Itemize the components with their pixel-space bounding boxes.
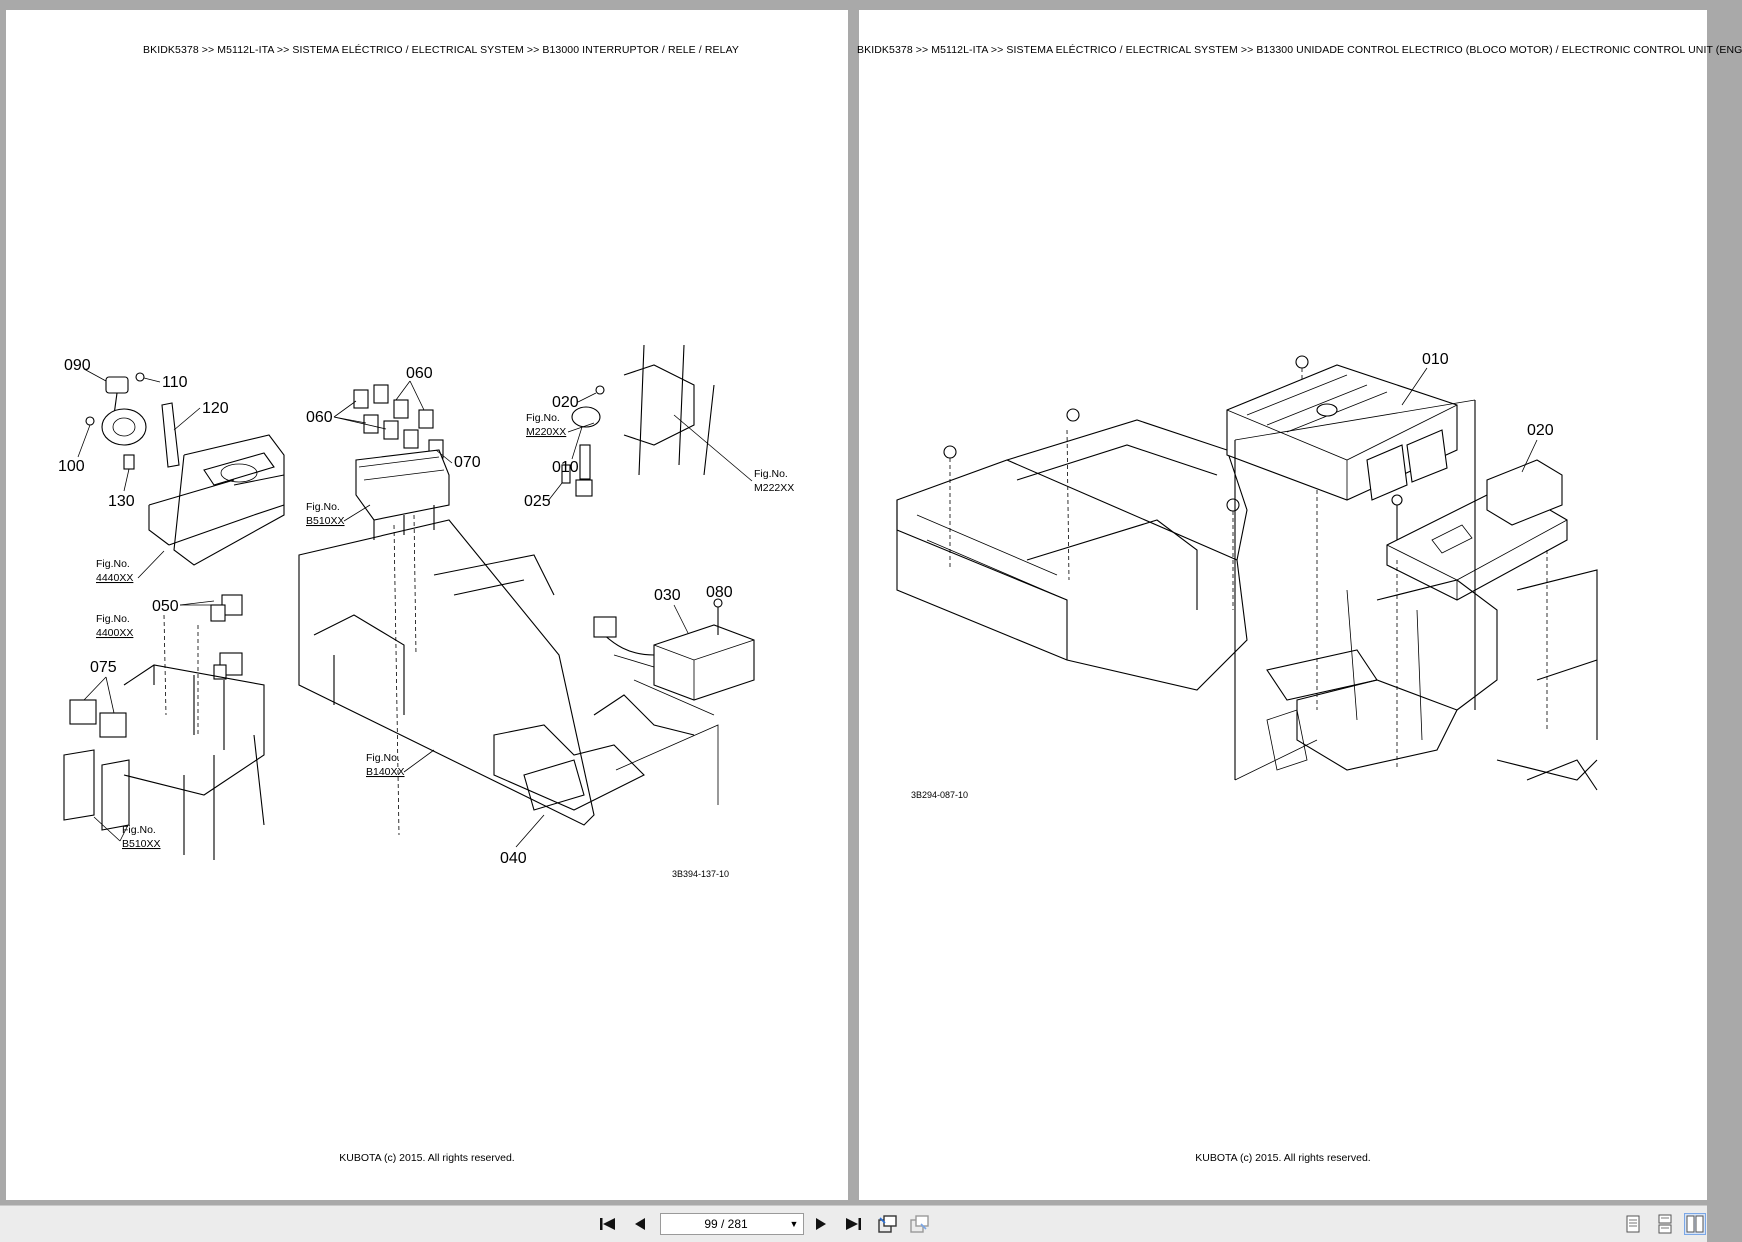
callout-075: 075 [90,659,117,676]
callout-010: 010 [552,459,579,476]
switch-assembly [85,372,285,566]
fig-ref-m220xx: M220XX [526,426,566,438]
fig-ref-m222xx: M222XX [754,482,794,494]
fig-ref-b510xx: B510XX [306,515,345,527]
callout-090: 090 [64,357,91,374]
last-page-icon [846,1218,861,1230]
ecu-020 [1386,459,1568,601]
continuous-page-button[interactable] [1654,1213,1676,1235]
drawing-code: 3B394-137-10 [672,869,729,879]
fit-width-icon [910,1215,929,1233]
callout-010: 010 [1422,351,1449,368]
relay-075 [63,699,130,831]
fit-page-icon [878,1215,897,1233]
prev-page-icon [635,1218,645,1230]
ecu-010 [1226,364,1458,501]
viewer-toolbar: 99 / 281 ▼ [0,1205,1707,1242]
parts-diagram-relay: 090 110 120 100 130 Fig.No. 4440XX 050 F… [58,344,794,879]
sensor-assembly [561,344,715,497]
callout-020: 020 [552,394,579,411]
page-header: BKIDK5378 >> M5112L-ITA >> SISTEMA ELÉCT… [143,44,739,56]
first-page-icon [600,1218,615,1230]
next-page-icon [816,1218,826,1230]
nut [1226,498,1240,610]
callout-030: 030 [654,587,681,604]
fig-ref-label: Fig.No. [306,501,340,513]
continuous-page-icon [1658,1214,1672,1234]
last-page-button[interactable] [842,1213,864,1235]
callout-100: 100 [58,458,85,475]
callout-120: 120 [202,400,229,417]
callout-080: 080 [706,584,733,601]
fig-ref-label: Fig.No. [526,412,560,424]
fig-ref-b140xx: B140XX [366,766,405,778]
document-page-right: BKIDK5378 >> M5112L-ITA >> SISTEMA ELÉCT… [857,10,1742,1200]
fig-ref-label: Fig.No. [96,613,130,625]
first-page-button[interactable] [597,1213,619,1235]
callout-130: 130 [108,493,135,510]
parts-diagram-ecu: 010 020 3B294-087-10 [896,351,1598,800]
relay-050 [210,594,243,680]
fig-ref-4400xx: 4400XX [96,627,133,639]
next-page-button[interactable] [810,1213,832,1235]
fit-width-button[interactable] [908,1213,930,1235]
callout-050: 050 [152,598,179,615]
chevron-down-icon: ▼ [789,1219,799,1229]
callout-110: 110 [162,374,188,391]
callout-020: 020 [1527,422,1554,439]
callout-070: 070 [454,454,481,471]
engine-cover [896,419,1248,691]
prev-page-button[interactable] [629,1213,651,1235]
fig-ref-label: Fig.No. [366,752,400,764]
fit-page-button[interactable] [876,1213,898,1235]
nut [943,445,957,570]
drawing-code: 3B294-087-10 [911,790,968,800]
two-page-button[interactable] [1684,1213,1706,1235]
page-footer: KUBOTA (c) 2015. All rights reserved. [339,1152,515,1164]
callout-060: 060 [306,409,333,426]
relay-box-060 [353,384,450,540]
fig-ref-label: Fig.No. [96,558,130,570]
page-header: BKIDK5378 >> M5112L-ITA >> SISTEMA ELÉCT… [857,44,1742,56]
controller-030 [593,598,755,701]
document-page-left: BKIDK5378 >> M5112L-ITA >> SISTEMA ELÉCT… [6,10,848,1200]
callout-040: 040 [500,850,527,867]
page-indicator: 99 / 281 [704,1217,748,1231]
page-number-select[interactable]: 99 / 281 ▼ [660,1213,804,1235]
nut [1066,408,1080,422]
single-page-button[interactable] [1622,1213,1644,1235]
fig-ref-label: Fig.No. [754,468,788,480]
callout-025: 025 [524,493,551,510]
fig-ref-4440xx: 4440XX [96,572,133,584]
page-footer: KUBOTA (c) 2015. All rights reserved. [1195,1152,1371,1164]
two-page-icon [1686,1215,1704,1233]
single-page-icon [1626,1215,1640,1233]
fig-ref-b510xx: B510XX [122,838,161,850]
callout-060: 060 [406,365,433,382]
fig-ref-label: Fig.No. [122,824,156,836]
